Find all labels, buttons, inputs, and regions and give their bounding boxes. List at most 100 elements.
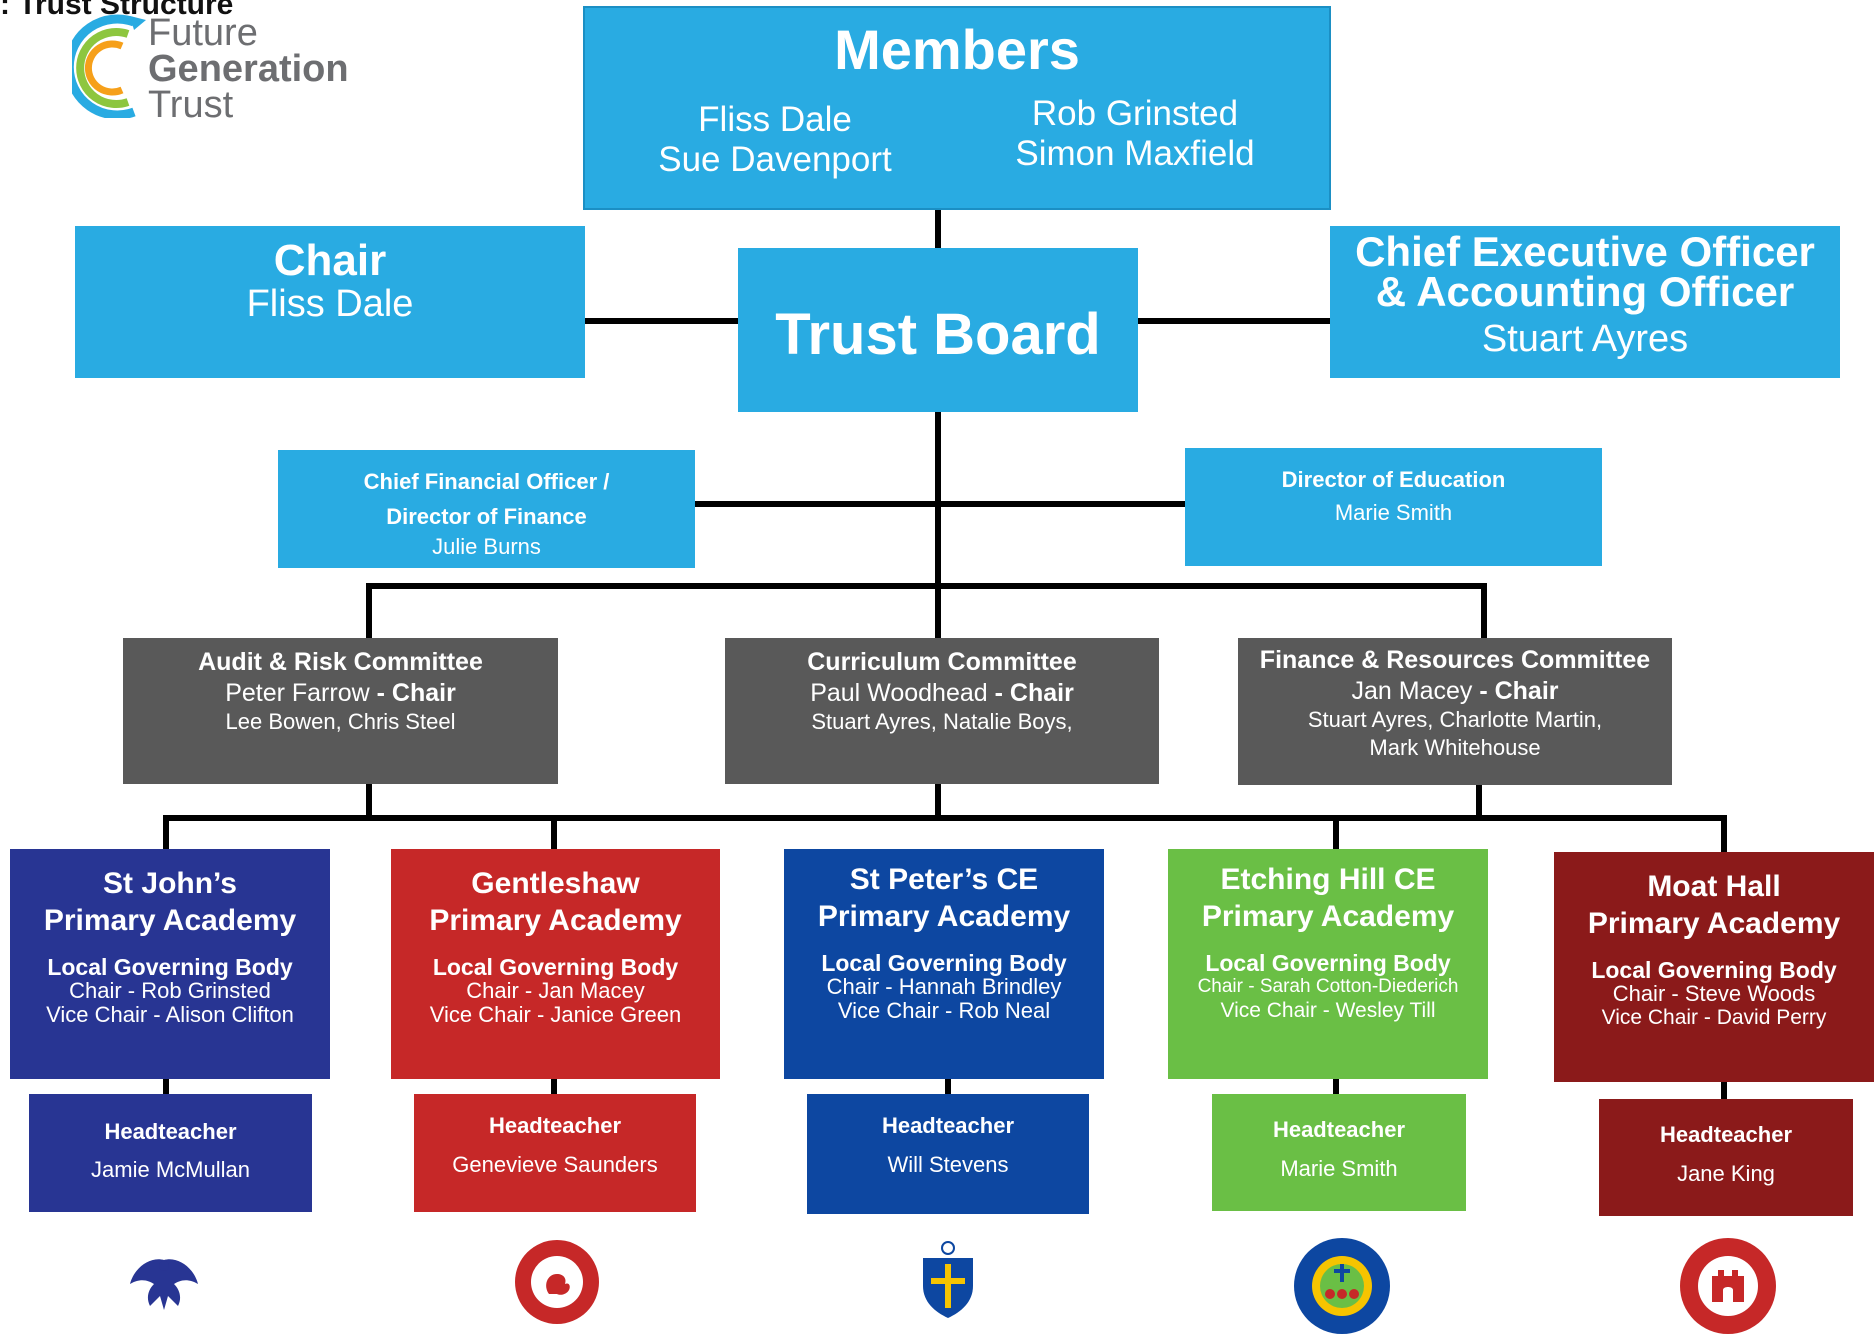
school-lgb: Local Governing Body bbox=[432, 954, 679, 980]
chair-name: Fliss Dale bbox=[246, 283, 414, 325]
members-title: Members bbox=[834, 18, 1080, 81]
member-name: Sue Davenport bbox=[658, 140, 892, 179]
members-right-column: Rob Grinsted Simon Maxfield bbox=[985, 94, 1285, 174]
committee-title: Finance & Resources Committee bbox=[1259, 646, 1651, 674]
headteacher-title: Headteacher bbox=[1272, 1117, 1406, 1142]
moat-hall-logo bbox=[1678, 1236, 1778, 1336]
connector-board-ceo bbox=[1137, 318, 1331, 324]
ceo-title-line1: Chief Executive Officer bbox=[1355, 228, 1815, 275]
gentleshaw-logo bbox=[513, 1238, 601, 1326]
future-generation-trust-logo: Future Generation Trust bbox=[72, 14, 372, 124]
members-left-column: Fliss Dale Sue Davenport bbox=[625, 100, 925, 180]
school-lgb: Local Governing Body bbox=[821, 950, 1067, 976]
connector-officers bbox=[694, 501, 1186, 507]
school-name-line1: Moat Hall bbox=[1647, 870, 1781, 903]
committee-members: Stuart Ayres, Natalie Boys, bbox=[811, 709, 1073, 734]
committee-finance-resources: Finance & Resources Committee Jan Macey … bbox=[1238, 638, 1672, 785]
school-name-line1: St John’s bbox=[103, 867, 237, 900]
st-johns-logo bbox=[120, 1240, 208, 1328]
connector-committee-3 bbox=[1481, 583, 1487, 639]
school-vice-chair: Vice Chair - Rob Neal bbox=[837, 998, 1051, 1023]
school-name-line1: St Peter’s CE bbox=[849, 863, 1039, 896]
trust-arc-icon bbox=[72, 14, 146, 118]
connector-head-5 bbox=[1721, 1082, 1727, 1100]
st-peters-logo bbox=[903, 1234, 993, 1326]
committee-chair-label: Chair bbox=[391, 679, 456, 707]
committee-audit-risk: Audit & Risk Committee Peter Farrow - Ch… bbox=[123, 638, 558, 784]
connector-board-down bbox=[935, 410, 941, 818]
connector-committees-bar bbox=[366, 583, 1487, 589]
connector-head-1 bbox=[163, 1078, 169, 1096]
committee-title: Audit & Risk Committee bbox=[198, 648, 483, 676]
committee-members: Mark Whitehouse bbox=[1369, 735, 1541, 760]
connector-members-board bbox=[935, 208, 941, 250]
headteacher-title: Headteacher bbox=[881, 1113, 1015, 1138]
cfo-title-line2: Director of Finance bbox=[386, 504, 587, 529]
chair-title: Chair bbox=[273, 236, 387, 285]
school-lgb: Local Governing Body bbox=[1591, 957, 1837, 983]
school-vice-chair: Vice Chair - Alison Clifton bbox=[46, 1002, 294, 1027]
school-name: Gentleshaw Primary Academy bbox=[391, 865, 720, 939]
trust-logo-line3: Trust bbox=[148, 84, 234, 126]
headteacher-st-peters: Headteacher Will Stevens bbox=[807, 1094, 1089, 1214]
headteacher-name: Genevieve Saunders bbox=[452, 1152, 658, 1177]
connector-head-2 bbox=[551, 1078, 557, 1096]
school-moat-hall: Moat Hall Primary Academy Local Governin… bbox=[1554, 852, 1874, 1082]
trust-logo-line1: Future bbox=[148, 12, 258, 54]
school-name-line1: Etching Hill CE bbox=[1220, 863, 1436, 896]
headteacher-title: Headteacher bbox=[1659, 1122, 1793, 1147]
etching-hill-badge-icon bbox=[1294, 1238, 1390, 1334]
headteacher-gentleshaw: Headteacher Genevieve Saunders bbox=[414, 1094, 696, 1212]
school-gentleshaw: Gentleshaw Primary Academy Local Governi… bbox=[391, 849, 720, 1079]
connector-schools-bar bbox=[163, 815, 1727, 821]
doe-name: Marie Smith bbox=[1334, 500, 1453, 525]
school-etching-hill: Etching Hill CE Primary Academy Local Go… bbox=[1168, 849, 1488, 1079]
school-name: St Peter’s CE Primary Academy bbox=[784, 861, 1104, 935]
school-st-johns: St John’s Primary Academy Local Governin… bbox=[10, 849, 330, 1079]
school-name-line2: Primary Academy bbox=[43, 904, 297, 937]
ceo-title-line2: & Accounting Officer bbox=[1375, 268, 1795, 315]
connector-audit-down bbox=[366, 783, 372, 815]
eagle-icon bbox=[130, 1259, 198, 1310]
committee-chair: Jan Macey - Chair bbox=[1238, 676, 1672, 706]
etching-hill-logo bbox=[1292, 1236, 1392, 1336]
school-name-line2: Primary Academy bbox=[1201, 900, 1455, 933]
headteacher-title: Headteacher bbox=[104, 1119, 237, 1144]
committee-chair-name: Peter Farrow bbox=[225, 679, 370, 707]
headteacher-st-johns: Headteacher Jamie McMullan bbox=[29, 1094, 312, 1212]
connector-finance-down bbox=[1476, 783, 1482, 815]
committee-members: Lee Bowen, Chris Steel bbox=[225, 709, 456, 734]
headteacher-etching-hill: Headteacher Marie Smith bbox=[1212, 1094, 1466, 1211]
chair-box: Chair Fliss Dale bbox=[75, 226, 585, 378]
connector-school-1 bbox=[163, 815, 169, 849]
headteacher-name: Jamie McMullan bbox=[91, 1157, 250, 1182]
committee-members: Stuart Ayres, Charlotte Martin, bbox=[1307, 707, 1603, 732]
trust-logo-line2: Generation bbox=[148, 48, 349, 90]
school-chair: Chair - Rob Grinsted bbox=[69, 978, 271, 1003]
committee-title: Curriculum Committee bbox=[807, 648, 1077, 676]
school-vice-chair: Vice Chair - Wesley Till bbox=[1220, 999, 1436, 1022]
committee-chair: Peter Farrow - Chair bbox=[123, 678, 558, 708]
school-chair: Chair - Sarah Cotton-Diederich bbox=[1197, 976, 1459, 997]
school-name-line1: Gentleshaw bbox=[471, 867, 640, 900]
page-heading: : Trust Structure bbox=[0, 0, 234, 21]
doe-box: Director of Education Marie Smith bbox=[1185, 448, 1602, 566]
connector-school-2 bbox=[551, 815, 557, 849]
ceo-box: Chief Executive Officer & Accounting Off… bbox=[1330, 226, 1840, 378]
trust-board-title: Trust Board bbox=[775, 302, 1101, 367]
headteacher-name: Marie Smith bbox=[1280, 1156, 1398, 1181]
members-box: Members Fliss Dale Sue Davenport Rob Gri… bbox=[583, 6, 1331, 210]
school-lgb: Local Governing Body bbox=[47, 954, 293, 980]
school-lgb: Local Governing Body bbox=[1205, 950, 1451, 976]
school-name: Moat Hall Primary Academy bbox=[1554, 868, 1874, 942]
committee-chair-name: Jan Macey bbox=[1351, 677, 1473, 705]
connector-head-4 bbox=[1333, 1078, 1339, 1096]
headteacher-name: Jane King bbox=[1677, 1161, 1775, 1186]
committee-chair-label: Chair bbox=[1494, 677, 1559, 705]
member-name: Fliss Dale bbox=[698, 100, 852, 139]
school-name: St John’s Primary Academy bbox=[10, 865, 330, 939]
headteacher-title: Headteacher bbox=[488, 1113, 622, 1138]
school-st-peters: St Peter’s CE Primary Academy Local Gove… bbox=[784, 849, 1104, 1079]
cfo-box: Chief Financial Officer / Director of Fi… bbox=[278, 450, 695, 568]
school-name-line2: Primary Academy bbox=[817, 900, 1071, 933]
